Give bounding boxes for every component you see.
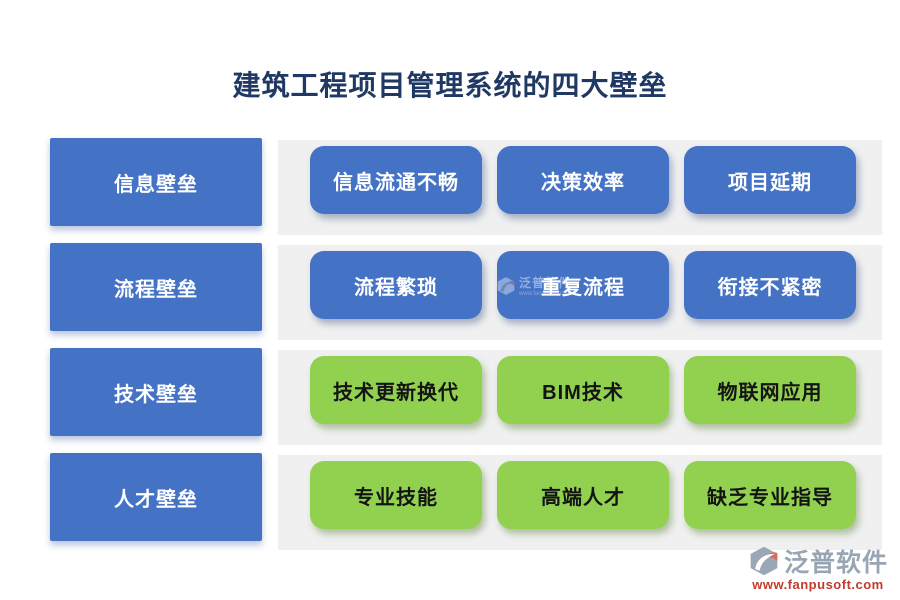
factor-pill: BIM技术 [497,356,669,424]
barrier-row-technology: 技术壁垒 技术更新换代 BIM技术 物联网应用 [0,348,900,445]
category-box-technology: 技术壁垒 [50,348,262,436]
barrier-row-information: 信息壁垒 信息流通不畅 决策效率 项目延期 [0,138,900,235]
row-panel: 技术更新换代 BIM技术 物联网应用 [278,350,882,445]
category-label: 信息壁垒 [114,173,198,196]
factor-pill: 信息流通不畅 [310,146,482,214]
fanpu-logo-icon [750,546,778,576]
category-box-process: 流程壁垒 [50,243,262,331]
category-label: 人才壁垒 [114,488,198,511]
factor-pill: 物联网应用 [684,356,856,424]
page-title: 建筑工程项目管理系统的四大壁垒 [232,71,668,102]
category-label: 流程壁垒 [114,278,198,301]
category-box-talent: 人才壁垒 [50,453,262,541]
row-panel: 信息流通不畅 决策效率 项目延期 [278,140,882,235]
factor-pill: 决策效率 [497,146,669,214]
category-label: 技术壁垒 [114,383,198,406]
factor-pill: 缺乏专业指导 [684,461,856,529]
brand-watermark: 泛普软件 www.fanpusoft.com [748,543,888,592]
barrier-row-talent: 人才壁垒 专业技能 高端人才 缺乏专业指导 [0,453,900,550]
factor-pill: 高端人才 [497,461,669,529]
row-panel: 专业技能 高端人才 缺乏专业指导 [278,455,882,550]
factor-pill: 专业技能 [310,461,482,529]
row-panel: 流程繁琐 重复流程 衔接不紧密 [278,245,882,340]
factor-pill: 流程繁琐 [310,251,482,319]
category-box-information: 信息壁垒 [50,138,262,226]
factor-pill: 重复流程 [497,251,669,319]
brand-url: www.fanpusoft.com [752,577,884,592]
factor-pill: 技术更新换代 [310,356,482,424]
brand-name: 泛普软件 [783,550,888,577]
barrier-row-process: 流程壁垒 流程繁琐 重复流程 衔接不紧密 [0,243,900,340]
factor-pill: 衔接不紧密 [684,251,856,319]
factor-pill: 项目延期 [684,146,856,214]
